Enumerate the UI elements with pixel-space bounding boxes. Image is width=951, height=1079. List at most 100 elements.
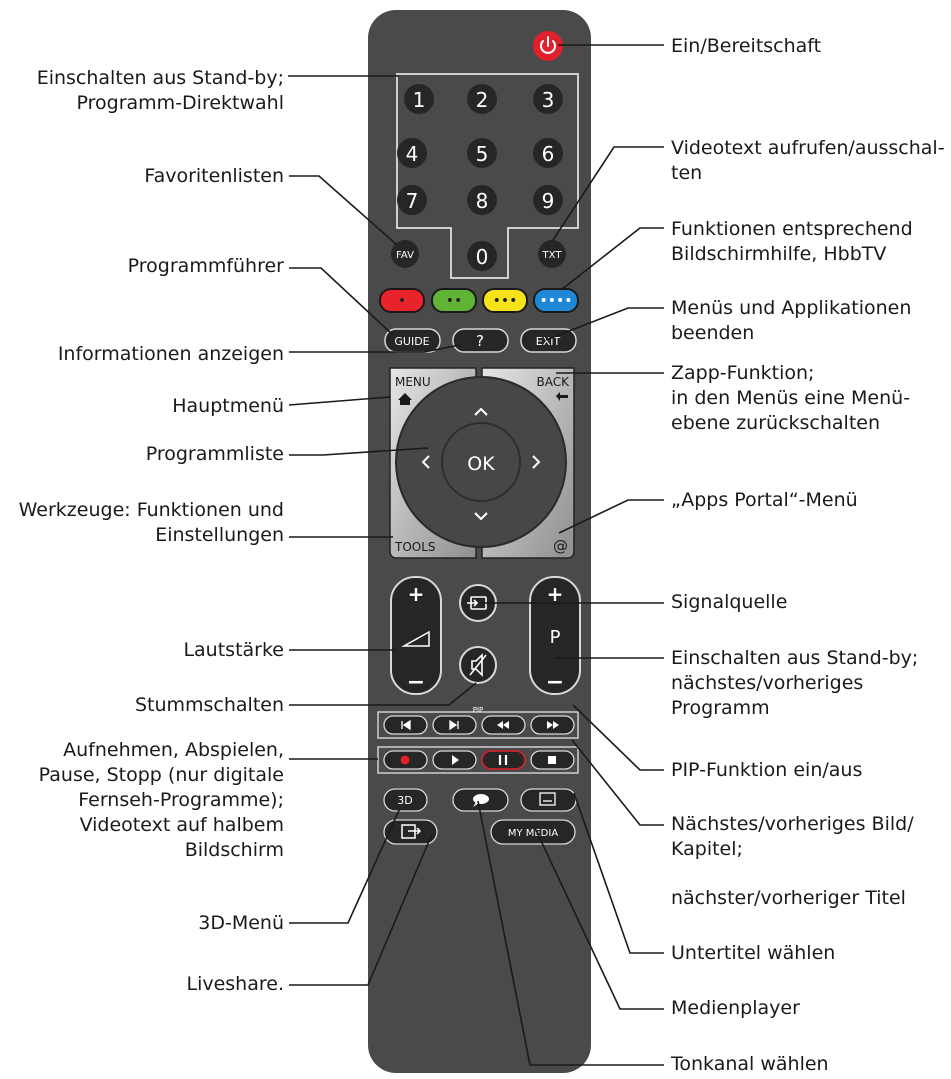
fast-forward-button[interactable] — [530, 715, 575, 735]
label-prog-list: Programmliste — [145, 443, 284, 465]
mute-button[interactable] — [459, 646, 497, 684]
speech-bubble-icon — [473, 794, 489, 807]
label-favorites: Favoritenlisten — [144, 165, 284, 187]
help-button[interactable]: ? — [452, 328, 509, 353]
svg-text:TXT: TXT — [542, 250, 563, 261]
stop-button[interactable] — [530, 750, 575, 770]
fast-forward-icon — [547, 721, 559, 729]
red-button[interactable]: • — [379, 288, 425, 313]
svg-text:••: •• — [446, 293, 463, 309]
svg-text:−: − — [546, 670, 564, 695]
back-arrow-icon — [556, 392, 568, 401]
transport-row-2-frame — [377, 746, 579, 774]
label-info: Informationen anzeigen — [57, 343, 284, 365]
label-pip: PIP-Funktion ein/aus — [671, 759, 863, 781]
home-icon — [398, 393, 412, 405]
exit-button[interactable]: EXIT — [520, 328, 577, 353]
svg-text:8: 8 — [476, 189, 489, 213]
label-zapp: Zapp-Funktion;in den Menüs eine Menü-ebe… — [671, 362, 911, 434]
pause-button[interactable] — [481, 750, 526, 770]
up-arrow-icon[interactable] — [474, 407, 488, 416]
svg-text:1: 1 — [413, 88, 426, 112]
svg-text:5: 5 — [476, 142, 489, 166]
digit-2-button[interactable]: 2 — [467, 84, 497, 114]
label-liveshare: Liveshare. — [186, 973, 284, 995]
skip-back-button[interactable] — [383, 715, 428, 735]
digit-8-button[interactable]: 8 — [467, 185, 497, 215]
down-arrow-icon[interactable] — [474, 512, 488, 521]
svg-text:9: 9 — [542, 189, 555, 213]
rewind-button[interactable] — [481, 715, 526, 735]
program-rocker[interactable]: + P − — [529, 576, 581, 695]
record-icon — [400, 755, 410, 765]
tools-label: TOOLS — [394, 540, 436, 554]
svg-text:FAV: FAV — [396, 250, 414, 261]
blue-button[interactable]: •••• — [533, 288, 579, 313]
left-arrow-icon[interactable] — [421, 455, 430, 469]
svg-text:6: 6 — [542, 142, 555, 166]
skip-forward-icon — [449, 719, 459, 731]
svg-text:+: + — [547, 582, 564, 606]
power-icon — [540, 36, 556, 54]
right-arrow-icon[interactable] — [532, 455, 541, 469]
my-media-button[interactable]: MY MEDIA — [490, 819, 576, 845]
subtitle-button[interactable] — [520, 788, 577, 812]
label-next-image: Nächstes/vorheriges Bild/Kapitel; — [671, 813, 914, 860]
skip-forward-button[interactable] — [432, 715, 477, 735]
label-teletext: Videotext aufrufen/ausschal-ten — [671, 137, 945, 184]
digit-4-button[interactable]: 4 — [397, 138, 427, 168]
liveshare-icon — [401, 824, 422, 839]
digit-6-button[interactable]: 6 — [533, 138, 563, 168]
label-next-title: nächster/vorheriger Titel — [671, 887, 906, 909]
svg-text:••••: •••• — [539, 293, 572, 309]
ok-button[interactable] — [441, 422, 521, 502]
digit-5-button[interactable]: 5 — [467, 138, 497, 168]
svg-text:•: • — [398, 293, 406, 309]
digit-9-button[interactable]: 9 — [533, 185, 563, 215]
subtitle-icon — [539, 792, 556, 806]
green-button[interactable]: •• — [431, 288, 477, 313]
digit-3-button[interactable]: 3 — [533, 84, 563, 114]
txt-button[interactable]: TXT — [538, 240, 566, 268]
leader-lines — [288, 44, 664, 1066]
play-button[interactable] — [432, 750, 477, 770]
mute-icon — [469, 653, 487, 677]
svg-text:P: P — [550, 627, 561, 648]
volume-level-icon — [401, 630, 430, 647]
3d-button[interactable]: 3D — [383, 788, 428, 812]
ok-label: OK — [467, 453, 495, 475]
svg-text:MY MEDIA: MY MEDIA — [508, 828, 559, 839]
svg-text:4: 4 — [406, 142, 419, 166]
volume-rocker[interactable]: + − — [390, 576, 442, 695]
digit-7-button[interactable]: 7 — [397, 185, 427, 215]
record-button[interactable] — [383, 750, 428, 770]
yellow-button[interactable]: ••• — [482, 288, 528, 313]
audio-channel-button[interactable] — [452, 788, 509, 812]
digit-0-button[interactable]: 0 — [467, 241, 497, 271]
label-power: Ein/Bereitschaft — [671, 35, 822, 57]
guide-button[interactable]: GUIDE — [384, 328, 441, 353]
skip-back-icon — [401, 719, 411, 731]
digit-1-button[interactable]: 1 — [404, 84, 434, 114]
svg-text:EXIT: EXIT — [536, 335, 561, 348]
svg-text:−: − — [407, 670, 425, 695]
label-apps: „Apps Portal“-Menü — [671, 489, 858, 511]
label-subtitle: Untertitel wählen — [671, 942, 836, 964]
rewind-icon — [497, 721, 509, 729]
back-label: BACK — [537, 375, 571, 389]
label-3d-menu: 3D-Menü — [198, 912, 284, 934]
svg-text:3D: 3D — [397, 794, 412, 807]
svg-text:•••: ••• — [493, 293, 518, 309]
liveshare-button[interactable] — [383, 819, 438, 845]
stop-icon — [548, 756, 556, 764]
pip-label: PIP — [473, 706, 484, 714]
label-guide: Programmführer — [127, 255, 284, 277]
nav-cluster: OK MENU BACK TOOLS @ — [389, 367, 575, 559]
pause-icon — [498, 755, 508, 765]
svg-text:?: ? — [476, 332, 484, 350]
fav-button[interactable]: FAV — [391, 240, 419, 268]
